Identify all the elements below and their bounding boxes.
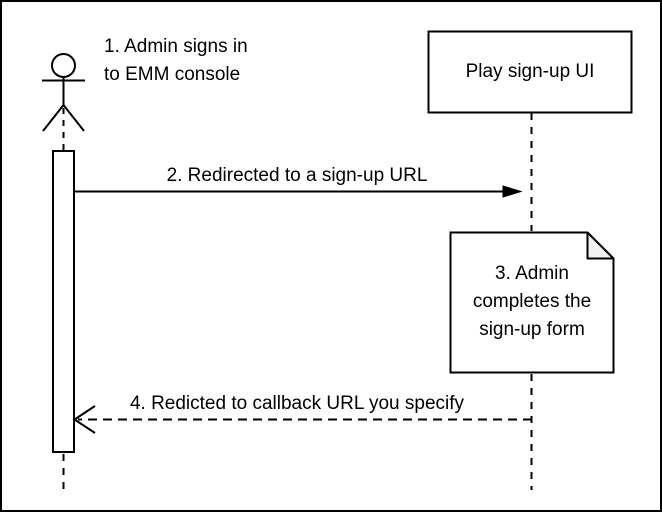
- play-signup-ui-box: [427, 30, 633, 114]
- message-2-arrowhead-icon: [502, 185, 523, 198]
- actor-label-line2: to EMM console: [104, 64, 241, 85]
- message-4-open-arrowhead-icon: [72, 405, 96, 434]
- actor-left-leg: [42, 104, 65, 132]
- activation-bar: [52, 150, 75, 453]
- message-4-arrow: [72, 405, 532, 434]
- note-label-line3: sign-up form: [479, 319, 585, 340]
- actor-icon: [42, 53, 85, 151]
- message-2-arrow: [74, 185, 523, 198]
- note-label: 3. Admin completes the sign-up form: [451, 260, 613, 344]
- note-shape: [449, 231, 615, 374]
- note-label-line2: completes the: [472, 291, 592, 312]
- message-2-label: 2. Redirected to a sign-up URL: [166, 165, 428, 186]
- note-label-line1: 3. Admin: [495, 263, 569, 284]
- message-4-label: 4. Redicted to callback URL you specify: [129, 393, 465, 414]
- actor-right-leg: [62, 104, 85, 132]
- play-signup-ui-label: Play sign-up UI: [465, 61, 595, 82]
- note-body: [449, 231, 615, 374]
- actor-label-line1: 1. Admin signs in: [104, 36, 248, 57]
- note-fold-icon: [586, 231, 615, 260]
- actor-label: 1. Admin signs in to EMM console: [104, 33, 248, 89]
- actor-head: [51, 53, 76, 78]
